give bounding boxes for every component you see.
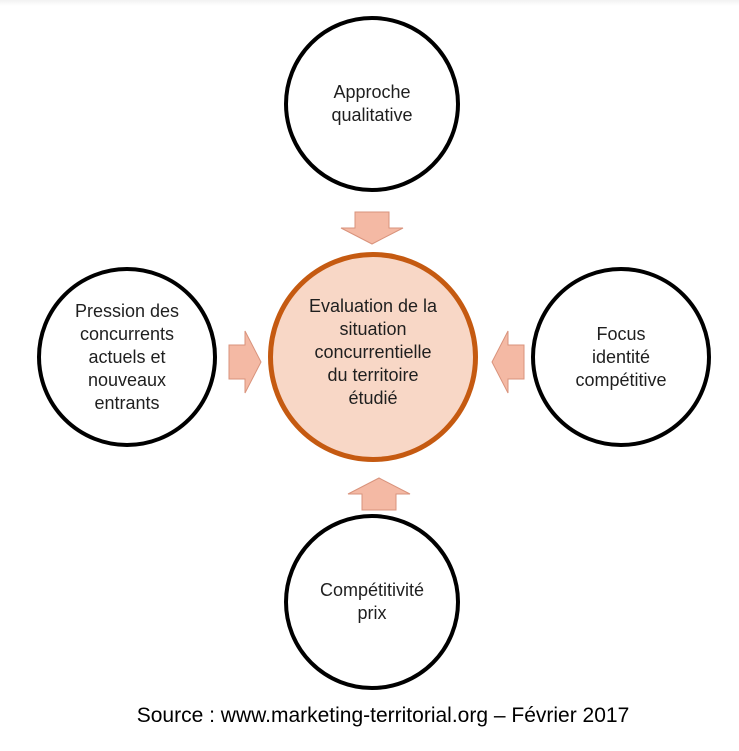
circle-right-label: Focus identité compétitive: [575, 323, 667, 390]
circle-competitivite-prix: Compétitivité prix: [284, 514, 460, 690]
arrow-right-icon: [228, 330, 262, 394]
circle-left-label: Pression des concurrents actuels et nouv…: [74, 300, 180, 413]
source-caption: Source : www.marketing-territorial.org –…: [136, 704, 630, 727]
circle-center-evaluation: Evaluation de la situation concurrentiel…: [268, 252, 478, 462]
circle-approche-qualitative: Approche qualitative: [284, 16, 460, 192]
top-edge-shading: [0, 0, 739, 6]
circle-pression-concurrents: Pression des concurrents actuels et nouv…: [37, 267, 217, 447]
circle-top-label: Approche qualitative: [331, 82, 413, 125]
circle-bottom-label: Compétitivité prix: [319, 580, 425, 623]
arrow-down-icon: [340, 211, 404, 245]
circle-center-label: Evaluation de la situation concurrentiel…: [308, 295, 438, 408]
circle-focus-identite: Focus identité compétitive: [531, 267, 711, 447]
arrow-up-icon: [347, 477, 411, 511]
arrow-left-icon: [491, 330, 525, 394]
